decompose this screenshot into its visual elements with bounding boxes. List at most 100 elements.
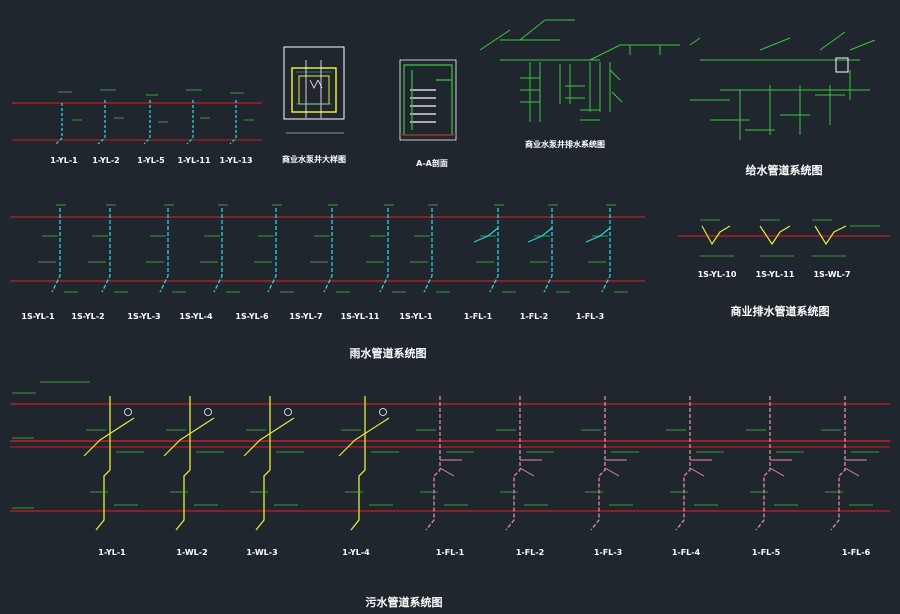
rain-pipe-branch — [473, 227, 499, 243]
rain-pipe — [55, 103, 63, 145]
waste-branch — [604, 459, 627, 477]
row2-rain-system: 1S-YL-1 1S-YL-2 1S-YL-3 1S-YL-4 1S-YL-6 1S-YL… — [10, 204, 645, 360]
drawing-label: 1S-YL-10 — [698, 270, 737, 279]
drawing-label: 1S-YL-2 — [71, 312, 104, 321]
sewer-branch — [243, 417, 295, 457]
rain-pipe — [323, 208, 333, 293]
pump-pit-plan: 商业水泵井大样图 — [282, 46, 346, 164]
pipe-annotation — [588, 204, 628, 293]
sewer-pipe — [95, 396, 111, 531]
drawing-label: 1S-WL-7 — [813, 270, 850, 279]
waste-branch — [519, 459, 542, 477]
fixture-marker — [379, 408, 387, 416]
drawing-label: 1S-YL-3 — [127, 312, 160, 321]
drawing-label: 1-YL-1 — [50, 156, 78, 165]
waste-branch — [844, 459, 867, 477]
pump-pit-title: 商业水泵井大样图 — [282, 154, 346, 164]
pipe-annotation — [410, 204, 450, 293]
sewer-pipe — [175, 396, 191, 531]
drawing-label: 1-FL-3 — [594, 548, 622, 557]
rain-pipe — [143, 100, 151, 145]
waste-branch — [769, 459, 792, 477]
section-a-a: A-A剖面 — [399, 59, 457, 168]
pipe-annotation — [366, 204, 406, 293]
rain-pipe — [159, 208, 169, 293]
fixture-marker — [124, 408, 132, 416]
drawing-label: 1S-YL-11 — [341, 312, 380, 321]
rain-pipe — [489, 208, 499, 293]
row1-rain-leaders: 1-YL-1 1-YL-2 1-YL-5 1-YL-11 1-YL-13 — [12, 89, 262, 165]
rain-pipe-branch — [585, 227, 611, 243]
rain-pipe — [51, 208, 61, 293]
rain-system-title: 雨水管道系统图 — [350, 346, 427, 360]
fixture-marker — [284, 408, 292, 416]
sewer-pipe — [590, 396, 606, 531]
sewer-pipe — [425, 396, 441, 531]
commercial-drainage: 1S-YL-10 1S-YL-11 1S-WL-7 商业排水管道系统图 — [678, 219, 890, 318]
drawing-label: 1-YL-13 — [219, 156, 252, 165]
drawing-label: 1-YL-2 — [92, 156, 120, 165]
rain-pipe — [101, 208, 111, 293]
drawing-label: 1-YL-5 — [137, 156, 165, 165]
sewer-branch — [83, 417, 135, 457]
pipe-annotation — [166, 429, 224, 506]
water-supply-title: 给水管道系统图 — [746, 163, 823, 177]
rain-pipe-branch — [527, 227, 553, 243]
pipe-annotation — [86, 429, 144, 506]
pump-pit-system: 商业水泵井排水系统图 — [479, 19, 701, 149]
rain-pipe — [186, 100, 194, 145]
drawing-label: 1-FL-6 — [842, 548, 871, 557]
drawing-label: 1-FL-3 — [576, 312, 604, 321]
sewer-pipe — [350, 396, 366, 531]
drawing-label: 1-FL-5 — [752, 548, 781, 557]
sewer-pipe — [755, 396, 771, 531]
pipe-annotation — [666, 429, 724, 506]
drawing-label: 1-YL-11 — [177, 156, 210, 165]
drawing-label: 1S-YL-4 — [179, 312, 213, 321]
pipe-annotation — [416, 429, 474, 506]
sewer-branch — [338, 417, 390, 457]
drawing-label: 1-FL-1 — [464, 312, 493, 321]
pump-pit-system-title: 商业水泵井排水系统图 — [525, 139, 605, 149]
pipe-annotation — [530, 204, 570, 293]
pipe-annotation — [146, 204, 186, 293]
sewer-pipe — [505, 396, 521, 531]
pipe-annotation — [821, 429, 879, 506]
drawing-label: 1-WL-2 — [176, 548, 207, 557]
pipe-annotation — [496, 429, 554, 506]
water-supply-system: 给水管道系统图 — [690, 31, 876, 177]
drawing-label: 1S-YL-11 — [756, 270, 795, 279]
commercial-title: 商业排水管道系统图 — [731, 304, 830, 318]
drawing-label: 1-FL-1 — [436, 548, 465, 557]
waste-branch — [439, 459, 462, 477]
pipe-annotation — [746, 429, 804, 506]
sewer-pipe — [830, 396, 846, 531]
rain-pipe — [601, 208, 611, 293]
pipe-annotation — [310, 204, 350, 293]
pipe-annotation — [200, 204, 240, 293]
drawing-label: 1-YL-4 — [342, 548, 370, 557]
drawing-label: 1-FL-4 — [672, 548, 701, 557]
fixture-marker — [204, 408, 212, 416]
rain-pipe — [213, 208, 223, 293]
rain-pipe — [97, 100, 106, 145]
rain-pipe — [379, 208, 389, 293]
pipe-annotation — [246, 429, 304, 506]
drawing-label: 1-YL-1 — [98, 548, 126, 557]
sewer-pipe — [255, 396, 271, 531]
sewer-system-title: 污水管道系统图 — [366, 595, 443, 609]
drawing-label: 1S-YL-1 — [21, 312, 55, 321]
pipe-annotation — [341, 429, 399, 506]
rain-pipe — [267, 208, 277, 293]
rain-pipe — [229, 100, 237, 145]
waste-branch — [689, 459, 712, 477]
sewer-branch — [163, 417, 215, 457]
rain-pipe — [423, 208, 433, 293]
section-title: A-A剖面 — [416, 158, 448, 168]
pipe-annotation — [254, 204, 294, 293]
pipe-annotation — [88, 204, 128, 293]
drawing-label: 1S-YL-6 — [235, 312, 269, 321]
drawing-label: 1S-YL-7 — [289, 312, 322, 321]
